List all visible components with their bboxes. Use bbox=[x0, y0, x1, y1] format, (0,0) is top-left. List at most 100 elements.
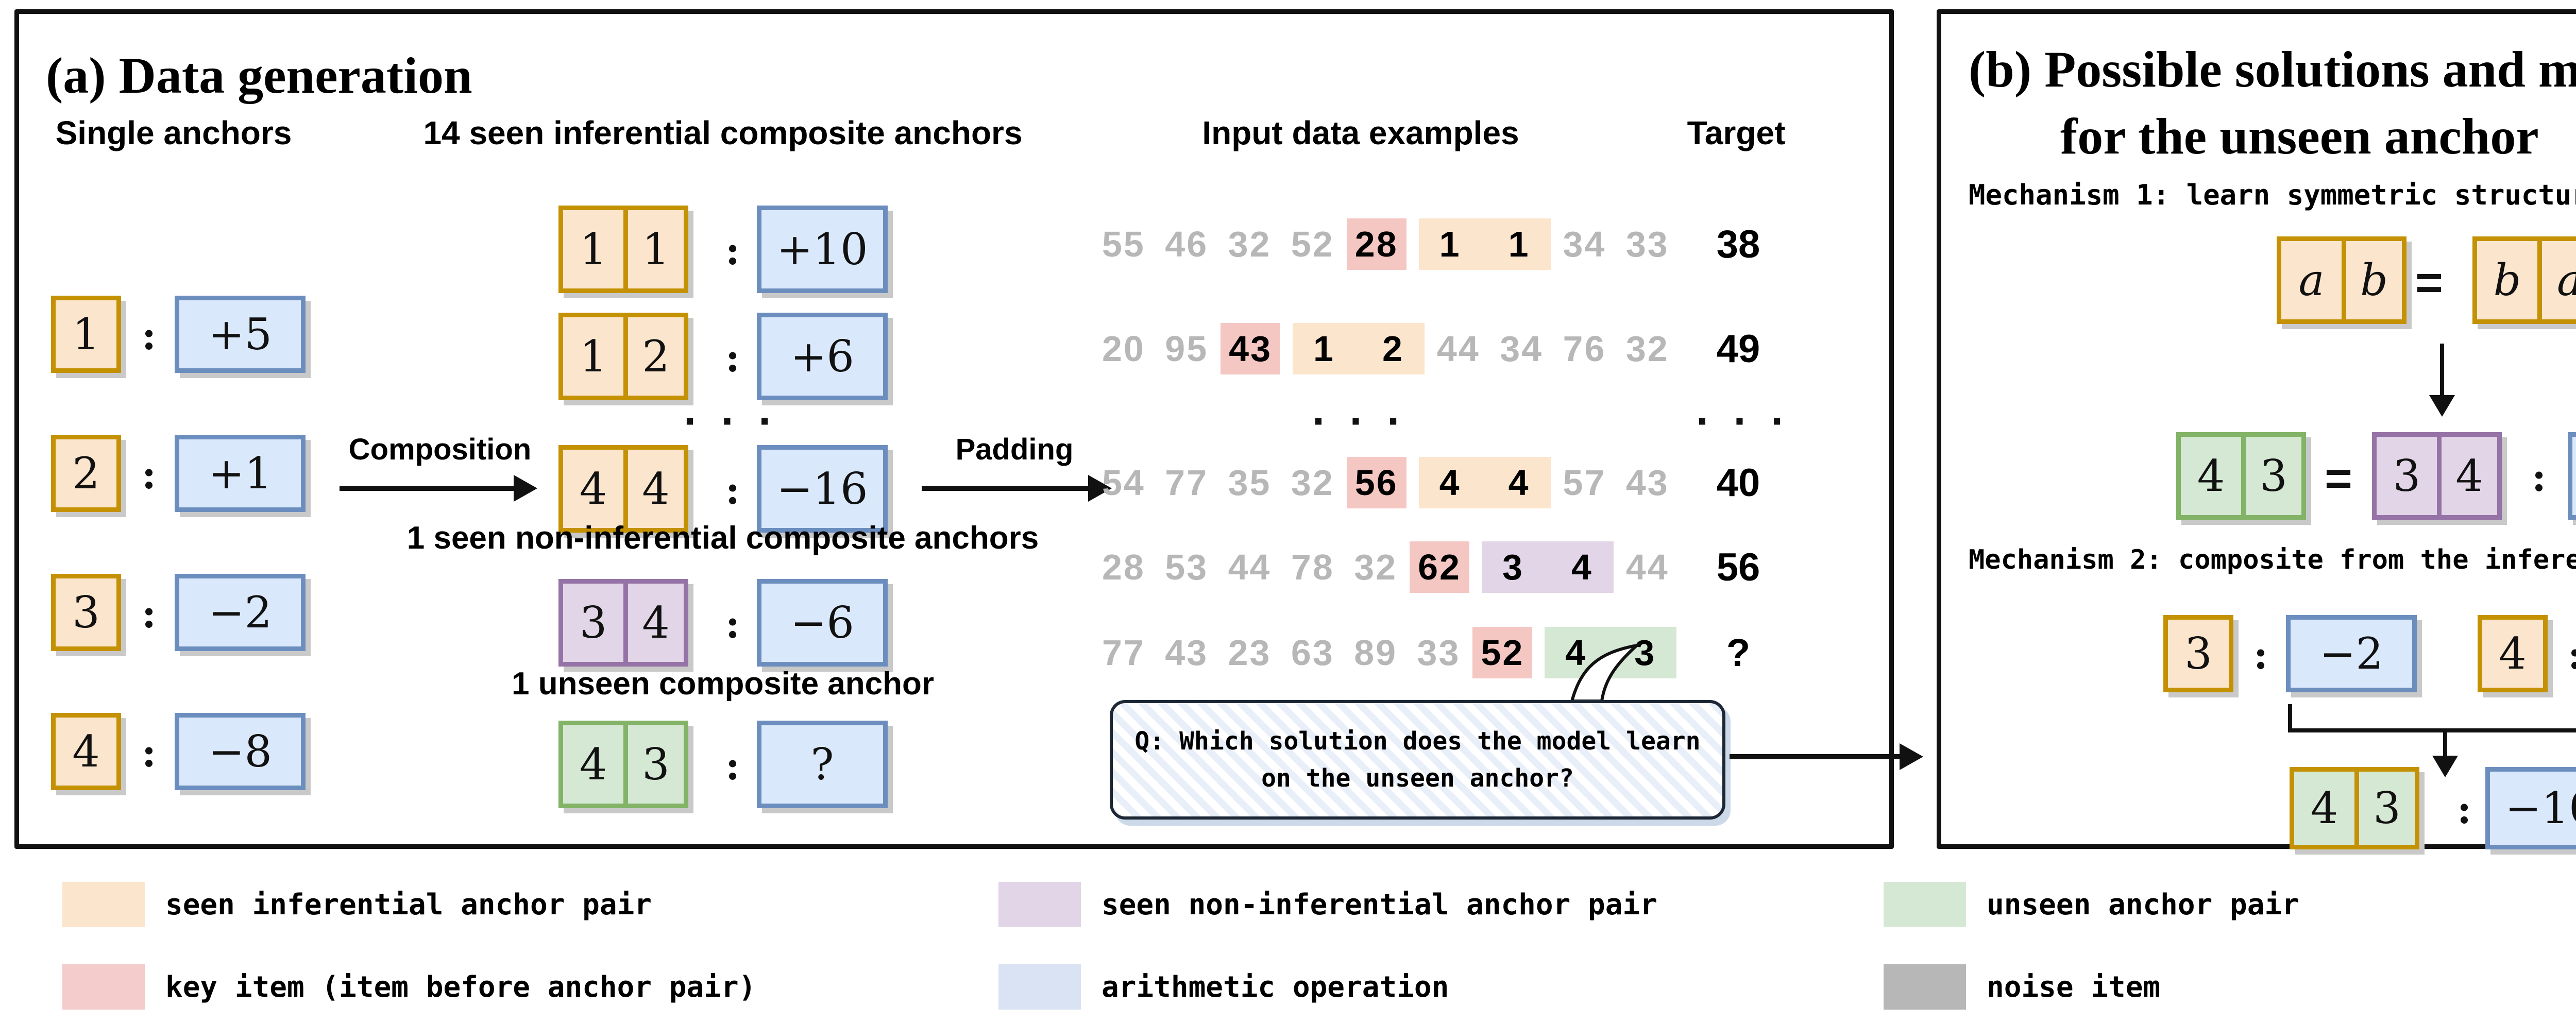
mapping-token-4: 4 bbox=[2478, 615, 2548, 692]
colon: : bbox=[2560, 632, 2576, 678]
panel-possible-solutions: (b) Possible solutions and mechanisms fo… bbox=[1937, 9, 2576, 849]
composition-arrow-line bbox=[340, 486, 517, 491]
colon: : bbox=[725, 467, 740, 513]
bubble-to-panel-b-arrow-head-icon bbox=[1900, 743, 1923, 770]
mapping-op-minus2: −2 bbox=[2286, 615, 2417, 692]
panel-data-generation: (a) Data generation Single anchors 14 se… bbox=[14, 9, 1923, 849]
operation-value: +1 bbox=[208, 448, 272, 499]
panel-a-title: (a) Data generation bbox=[46, 47, 472, 104]
composite-op-minus6: −6 bbox=[757, 579, 888, 667]
pair-cell: 3 bbox=[2377, 437, 2437, 515]
bracket-left-line bbox=[2288, 704, 2292, 732]
composite-pair-1-1: 1 1 bbox=[558, 206, 688, 293]
inferential-pair-4-3-green: 4 3 bbox=[2290, 767, 2419, 849]
bracket-arrow-line bbox=[2443, 728, 2447, 759]
legend-swatch-key-item bbox=[62, 964, 145, 1010]
single-anchor-op-4: −8 bbox=[175, 713, 306, 790]
colon: : bbox=[2456, 787, 2472, 832]
pair-cell: 2 bbox=[623, 317, 684, 396]
mapping-token-3: 3 bbox=[2163, 615, 2233, 692]
padding-label: Padding bbox=[955, 433, 1074, 466]
panel-b-title-line1: (b) Possible solutions and mechanisms bbox=[1969, 41, 2576, 98]
legend-swatch-seen-inferential bbox=[62, 882, 145, 927]
pair-cell: 4 bbox=[563, 450, 623, 528]
single-anchor-op-3: −2 bbox=[175, 574, 306, 651]
operation-value: −16 bbox=[776, 464, 868, 514]
noise-items: 34 33 bbox=[1563, 224, 1669, 264]
composite-op-plus10: +10 bbox=[757, 206, 888, 293]
pair-cell: 3 bbox=[623, 725, 684, 804]
solution-pair-4-3-green: 4 3 bbox=[2176, 432, 2306, 520]
legend-label-arithmetic-operation: arithmetic operation bbox=[1101, 970, 1449, 1004]
anchor-token: 3 bbox=[2184, 628, 2212, 679]
bracket-bottom-line bbox=[2288, 728, 2576, 732]
header-single-anchors: Single anchors bbox=[55, 114, 292, 151]
pair-cell: 4 bbox=[623, 584, 684, 662]
legend-swatch-noise-item bbox=[1884, 964, 1966, 1010]
anchor-token: 1 bbox=[72, 309, 100, 360]
target-value-1: 38 bbox=[1716, 222, 1760, 266]
colon: : bbox=[725, 228, 740, 274]
single-anchor-op-2: +1 bbox=[175, 435, 306, 512]
legend-label-unseen: unseen anchor pair bbox=[1987, 888, 2299, 922]
operation-value: ? bbox=[810, 739, 834, 790]
bubble-to-panel-b-arrow-line bbox=[1730, 754, 1902, 759]
operation-value: +6 bbox=[790, 331, 854, 382]
pair-a: 1 bbox=[1313, 329, 1335, 369]
header-target: Target bbox=[1687, 114, 1786, 151]
inferential-op-minus10: −10 bbox=[2485, 767, 2576, 849]
mechanism1-label: Mechanism 1: learn symmetric structure bbox=[1969, 179, 2576, 211]
header-input-data-examples: Input data examples bbox=[1202, 114, 1519, 151]
operation-value: −2 bbox=[2319, 628, 2383, 679]
pair-a: 4 bbox=[1565, 633, 1587, 673]
target-value-2: 49 bbox=[1716, 327, 1760, 371]
target-ellipsis: · · · bbox=[1696, 397, 1791, 446]
legend-swatch-seen-non-inferential bbox=[998, 882, 1081, 927]
pair-b: 4 bbox=[1508, 463, 1530, 503]
legend-label-seen-inferential: seen inferential anchor pair bbox=[165, 888, 652, 922]
composite-op-minus16: −16 bbox=[757, 445, 888, 533]
legend-swatch-arithmetic-operation bbox=[998, 964, 1081, 1010]
pair-b: 4 bbox=[1571, 547, 1593, 587]
pair-cell: a bbox=[2537, 241, 2576, 319]
target-value-3: 40 bbox=[1716, 461, 1760, 505]
operation-value: −6 bbox=[790, 598, 854, 648]
operation-value: −2 bbox=[208, 587, 272, 638]
key-item: 28 bbox=[1346, 218, 1406, 270]
equals-sign: = bbox=[2325, 452, 2352, 505]
pair-cell: 3 bbox=[563, 584, 623, 662]
pair-a: 1 bbox=[1439, 224, 1461, 264]
pair-cell: 4 bbox=[563, 725, 623, 804]
anchor-token: 4 bbox=[72, 726, 100, 777]
single-anchor-op-1: +5 bbox=[175, 296, 306, 373]
key-item: 62 bbox=[1410, 541, 1469, 593]
bracket-arrow-head-icon bbox=[2432, 756, 2458, 777]
noise-items: 20 95 bbox=[1102, 329, 1209, 369]
noise-items: 55 46 32 52 bbox=[1102, 224, 1334, 264]
pair-a: 3 bbox=[1502, 547, 1524, 587]
pair-cell: b bbox=[2477, 241, 2537, 319]
colon: : bbox=[141, 452, 157, 498]
pair-cell: b bbox=[2342, 241, 2402, 319]
composition-label: Composition bbox=[348, 433, 532, 466]
symmetric-op-minus6: −6 bbox=[2568, 432, 2576, 520]
header-seen-inferential-composite-anchors: 14 seen inferential composite anchors bbox=[423, 114, 1023, 151]
pair-cell: 1 bbox=[563, 317, 623, 396]
legend-label-seen-non-inferential: seen non-inferential anchor pair bbox=[1101, 888, 1657, 922]
question-bubble: Q: Which solution does the model learn o… bbox=[1110, 700, 1725, 820]
composite-pair-1-2: 1 2 bbox=[558, 313, 688, 400]
pair-cell: 3 bbox=[2354, 772, 2415, 845]
composite-ellipsis: · · · bbox=[684, 397, 778, 446]
anchor-token: 2 bbox=[72, 448, 100, 499]
equals-sign: = bbox=[2415, 257, 2443, 309]
padding-arrow-line bbox=[922, 486, 1092, 491]
noise-items: 44 34 76 32 bbox=[1436, 329, 1669, 369]
pair-cell: 1 bbox=[623, 210, 684, 288]
pair-b: 2 bbox=[1382, 329, 1404, 369]
